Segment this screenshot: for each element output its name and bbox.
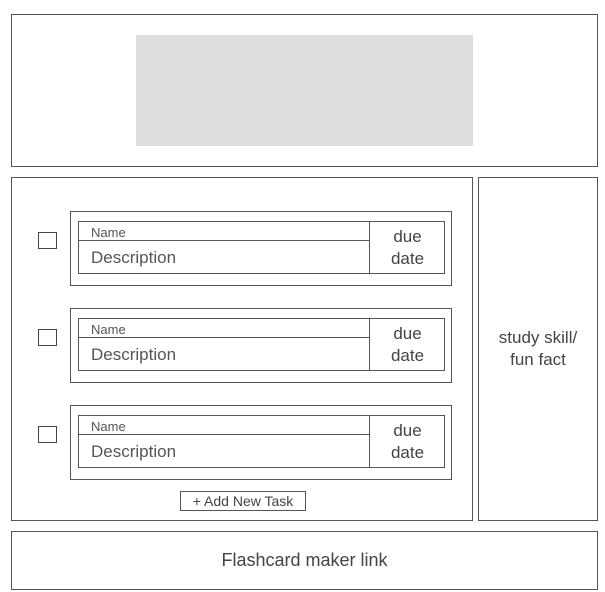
- task-list-panel: Name Description due date Name Descripti…: [11, 177, 473, 521]
- task-due-date: due date: [390, 420, 425, 462]
- task-description: Description: [91, 248, 177, 267]
- task-name: Name: [91, 322, 126, 337]
- task-checkbox-2[interactable]: [38, 329, 57, 346]
- task-name: Name: [91, 419, 126, 434]
- flashcard-maker-link-text: Flashcard maker link: [221, 550, 388, 570]
- banner-image-placeholder: [136, 35, 473, 146]
- task-checkbox-3[interactable]: [38, 426, 57, 443]
- task-card-inner: Name Description due date: [78, 318, 445, 371]
- task-card-inner: Name Description due date: [78, 221, 445, 274]
- task-name-row: Name: [79, 416, 369, 435]
- task-description: Description: [91, 442, 177, 461]
- task-description: Description: [91, 345, 177, 364]
- task-card-inner: Name Description due date: [78, 415, 445, 468]
- task-due-cell: due date: [369, 416, 445, 467]
- flashcard-maker-link[interactable]: Flashcard maker link: [11, 531, 598, 590]
- task-card-1[interactable]: Name Description due date: [70, 211, 452, 286]
- task-name-row: Name: [79, 319, 369, 338]
- task-card-3[interactable]: Name Description due date: [70, 405, 452, 480]
- study-skill-text: study skill/ fun fact: [498, 328, 578, 369]
- task-due-date: due date: [390, 226, 425, 268]
- task-card-2[interactable]: Name Description due date: [70, 308, 452, 383]
- task-name-row: Name: [79, 222, 369, 241]
- task-due-cell: due date: [369, 319, 445, 370]
- task-checkbox-1[interactable]: [38, 232, 57, 249]
- header-panel: [11, 14, 598, 167]
- task-due-date: due date: [390, 323, 425, 365]
- task-due-cell: due date: [369, 222, 445, 273]
- add-new-task-button[interactable]: + Add New Task: [180, 491, 306, 511]
- task-name: Name: [91, 225, 126, 240]
- study-skill-panel: study skill/ fun fact: [478, 177, 598, 521]
